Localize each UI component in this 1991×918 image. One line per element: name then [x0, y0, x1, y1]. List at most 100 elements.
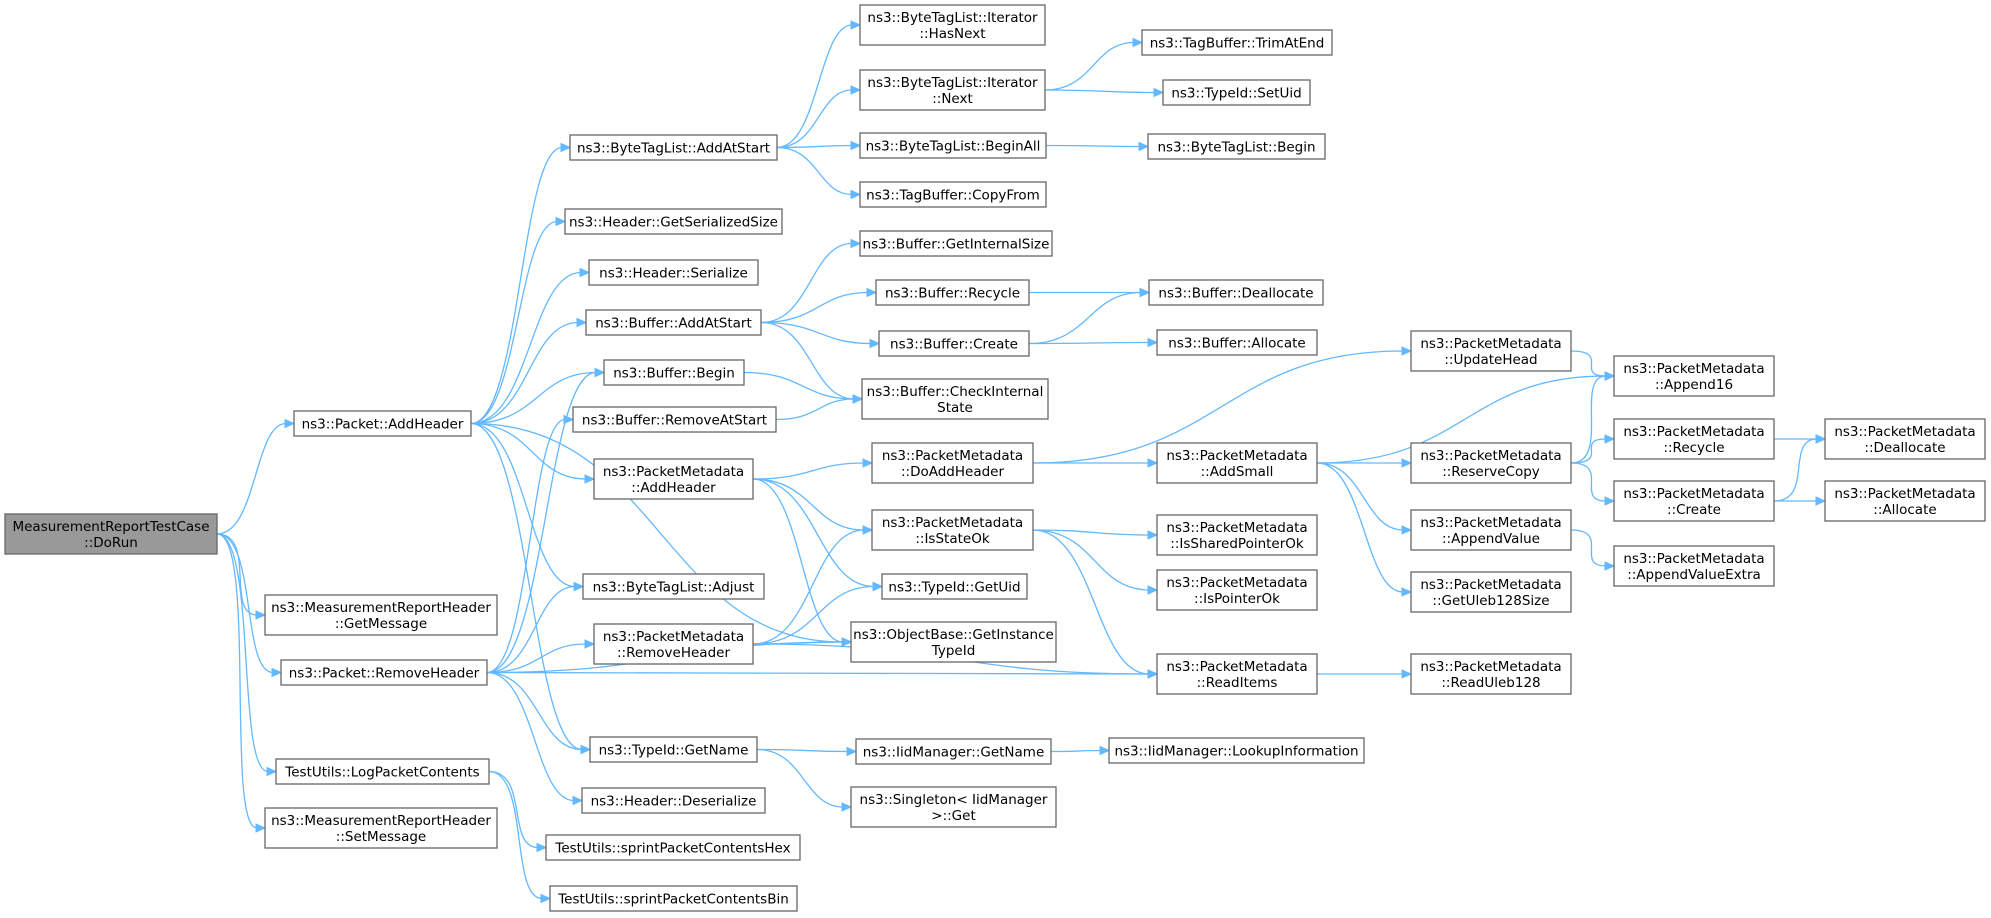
node-label: ns3::Buffer::Create	[890, 337, 1018, 353]
node-box	[1410, 571, 1572, 613]
call-node[interactable]: ns3::PacketMetadata::AppendValueExtra	[1613, 545, 1775, 587]
call-edge	[488, 770, 539, 849]
node-box	[1162, 79, 1311, 106]
call-node[interactable]: ns3::ByteTagList::Iterator::HasNext	[859, 4, 1046, 46]
call-node[interactable]: ns3::PacketMetadata::RemoveHeader	[593, 623, 754, 665]
node-box	[588, 259, 759, 286]
call-node[interactable]: TestUtils::LogPacketContents	[275, 758, 490, 785]
node-box	[871, 509, 1034, 551]
call-node[interactable]: ns3::PacketMetadata::Create	[1613, 480, 1775, 522]
call-node[interactable]: ns3::ByteTagList::Begin	[1147, 133, 1326, 160]
node-label: ::Deallocate	[1864, 440, 1945, 456]
call-node[interactable]: ns3::Buffer::AddAtStart	[585, 309, 762, 336]
call-edge	[1316, 375, 1607, 464]
node-label: ns3::MeasurementReportHeader	[271, 813, 491, 829]
call-node[interactable]: ns3::PacketMetadata::ReadItems	[1156, 653, 1318, 695]
edge-arrowhead	[573, 581, 585, 592]
call-node[interactable]: ns3::TagBuffer::CopyFrom	[859, 181, 1047, 208]
call-edge	[743, 371, 855, 400]
node-label: ns3::PacketMetadata	[1623, 361, 1764, 377]
edge-arrowhead	[1147, 337, 1159, 348]
node-box	[264, 807, 498, 849]
node-box	[4, 513, 218, 555]
node-label: ::ReadItems	[1197, 675, 1278, 691]
node-label: ns3::ByteTagList::Iterator	[867, 10, 1038, 26]
call-node[interactable]: ns3::TypeId::GetName	[589, 736, 758, 763]
call-node[interactable]: ns3::Buffer::RemoveAtStart	[572, 406, 777, 433]
call-node[interactable]: ns3::PacketMetadata::DoAddHeader	[871, 442, 1034, 484]
edge-arrowhead	[1147, 458, 1159, 468]
call-edge	[776, 89, 853, 149]
call-node[interactable]: ns3::IidManager::GetName	[855, 738, 1052, 765]
call-node[interactable]: ns3::Packet::RemoveHeader	[280, 659, 488, 686]
call-node[interactable]: ns3::PacketMetadata::AppendValue	[1410, 509, 1572, 551]
call-node[interactable]: ns3::Header::GetSerializedSize	[564, 208, 783, 235]
call-node[interactable]: ns3::Buffer::Allocate	[1156, 329, 1318, 356]
node-box	[1824, 418, 1986, 460]
node-label: ::UpdateHead	[1444, 352, 1537, 368]
call-node[interactable]: ns3::TypeId::GetUid	[881, 573, 1028, 600]
call-node[interactable]: ns3::ByteTagList::Iterator::Next	[859, 69, 1046, 111]
call-node[interactable]: ns3::PacketMetadata::IsSharedPointerOk	[1156, 514, 1318, 556]
call-node[interactable]: ns3::PacketMetadata::Append16	[1613, 355, 1775, 397]
node-box	[264, 594, 498, 636]
call-node[interactable]: ns3::PacketMetadata::GetUleb128Size	[1410, 571, 1572, 613]
call-node[interactable]: ns3::PacketMetadata::Deallocate	[1824, 418, 1986, 460]
nodes-layer: MeasurementReportTestCase::DoRunns3::Pac…	[4, 4, 1986, 912]
call-node[interactable]: ns3::PacketMetadata::ReserveCopy	[1410, 442, 1572, 484]
node-box	[875, 279, 1030, 306]
call-edge	[752, 529, 865, 645]
call-edge	[1570, 438, 1607, 464]
call-node[interactable]: ns3::TypeId::SetUid	[1162, 79, 1311, 106]
call-node[interactable]: ns3::PacketMetadata::IsStateOk	[871, 509, 1034, 551]
call-node[interactable]: ns3::PacketMetadata::Recycle	[1613, 418, 1775, 460]
call-node[interactable]: ns3::Buffer::Recycle	[875, 279, 1030, 306]
node-box	[878, 330, 1030, 357]
node-box	[1108, 737, 1365, 764]
edge-arrowhead	[1138, 141, 1150, 152]
call-node[interactable]: ns3::TagBuffer::TrimAtEnd	[1141, 29, 1333, 56]
node-label: ns3::PacketMetadata	[603, 464, 744, 480]
call-node[interactable]: ns3::ByteTagList::AddAtStart	[569, 134, 778, 161]
call-node[interactable]: ns3::Packet::AddHeader	[293, 410, 472, 437]
call-edge	[486, 418, 566, 674]
call-node[interactable]: ns3::Buffer::GetInternalSize	[859, 230, 1053, 257]
edge-arrowhead	[584, 639, 596, 649]
call-node[interactable]: ns3::MeasurementReportHeader::SetMessage	[264, 807, 498, 849]
node-box	[1148, 279, 1324, 306]
call-node[interactable]: TestUtils::sprintPacketContentsHex	[545, 834, 801, 861]
call-node[interactable]: ns3::PacketMetadata::UpdateHead	[1410, 330, 1572, 372]
node-label: ns3::PacketMetadata	[882, 448, 1023, 464]
call-node[interactable]: TestUtils::sprintPacketContentsBin	[549, 885, 798, 912]
node-box	[581, 787, 766, 814]
edge-arrowhead	[872, 581, 884, 592]
node-box	[1410, 442, 1572, 484]
call-edge	[1570, 529, 1607, 567]
call-node[interactable]: ns3::PacketMetadata::AddSmall	[1156, 442, 1318, 484]
call-node[interactable]: ns3::ByteTagList::Adjust	[582, 573, 765, 600]
call-node[interactable]: ns3::Header::Deserialize	[581, 787, 766, 814]
edge-arrowhead	[579, 267, 591, 278]
call-node[interactable]: MeasurementReportTestCase::DoRun	[4, 513, 218, 555]
node-label: TypeId	[931, 643, 976, 659]
call-edge	[470, 422, 844, 643]
call-node[interactable]: ns3::MeasurementReportHeader::GetMessage	[264, 594, 498, 636]
call-node[interactable]: ns3::PacketMetadata::AddHeader	[593, 458, 754, 500]
call-node[interactable]: ns3::Buffer::Begin	[603, 359, 745, 386]
call-node[interactable]: ns3::Singleton< IidManager>::Get	[850, 786, 1057, 828]
node-label: ::Next	[932, 91, 973, 107]
node-label: ns3::PacketMetadata	[1420, 577, 1561, 593]
call-node[interactable]: ns3::PacketMetadata::Allocate	[1824, 480, 1986, 522]
call-node[interactable]: ns3::Buffer::Deallocate	[1148, 279, 1324, 306]
call-node[interactable]: ns3::PacketMetadata::IsPointerOk	[1156, 569, 1318, 611]
call-node[interactable]: ns3::Buffer::Create	[878, 330, 1030, 357]
call-node[interactable]: ns3::PacketMetadata::ReadUleb128	[1410, 653, 1572, 695]
call-node[interactable]: ns3::IidManager::LookupInformation	[1108, 737, 1365, 764]
node-label: ns3::Buffer::GetInternalSize	[863, 237, 1050, 253]
call-node[interactable]: ns3::ByteTagList::BeginAll	[859, 132, 1047, 159]
node-box	[275, 758, 490, 785]
edge-arrowhead	[850, 238, 862, 249]
call-node[interactable]: ns3::Header::Serialize	[588, 259, 759, 286]
